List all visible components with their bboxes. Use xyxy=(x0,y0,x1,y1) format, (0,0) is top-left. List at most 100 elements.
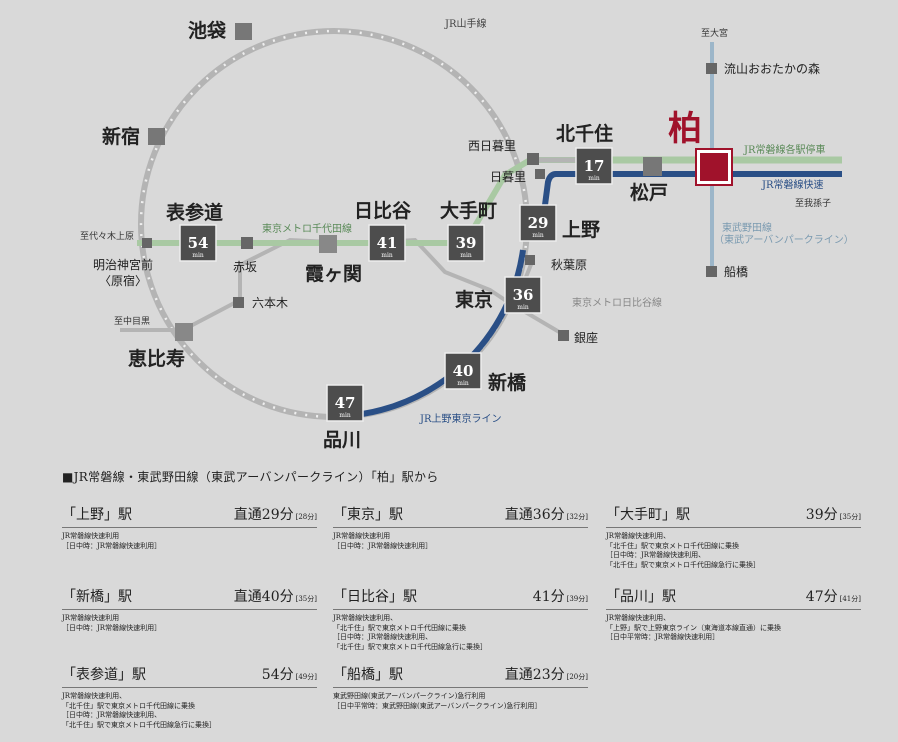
route-card-omotesando: 「表参道」駅 54分[49分] JR常磐線快速利用、 「北千住」駅で東京メトロ千代… xyxy=(62,665,317,730)
card-note: JR常磐線快速利用、 「北千住」駅で東京メトロ千代田線に乗換 ［日中時：JR常磐… xyxy=(606,532,760,569)
route-card-hibiya: 「日比谷」駅 41分[39分] JR常磐線快速利用、 「北千住」駅で東京メトロ千代… xyxy=(333,587,588,652)
card-alt-time: [32分] xyxy=(566,513,588,521)
label-chiyoda: 東京メトロ千代田線 xyxy=(262,222,352,235)
station-akasaka: 赤坂 xyxy=(233,260,257,274)
card-time: 47分 xyxy=(805,589,838,605)
minute-box-shinagawa: 47 min xyxy=(326,384,364,422)
card-note: JR常磐線快速利用、 「北千住」駅で東京メトロ千代田線に乗換 ［日中時：JR常磐… xyxy=(62,692,216,729)
minor-stations xyxy=(142,23,717,341)
label-joban-rapid: JR常磐線快速 xyxy=(761,178,824,191)
station-shimbashi: 新橋 xyxy=(488,371,527,394)
station-omotesando: 表参道 xyxy=(166,201,223,224)
card-time: 直通23分 xyxy=(504,667,565,683)
station-meiji-jingumae: 明治神宮前 xyxy=(93,257,153,272)
card-note: JR常磐線快速利用 ［日中時：JR常磐線快速利用］ xyxy=(62,532,162,550)
station-nagareyama: 流山おおたかの森 xyxy=(724,61,820,76)
minute-unit: min xyxy=(381,252,393,259)
station-otemachi: 大手町 xyxy=(440,199,497,222)
label-joban-local: JR常磐線各駅停車 xyxy=(743,143,826,156)
card-note: JR常磐線快速利用、 「上野」駅で上野東京ライン（東海道本線直通）に乗換 ［日中… xyxy=(606,614,781,641)
joban-rapid-line xyxy=(539,171,842,229)
minute-omotesando: 54 xyxy=(188,234,209,252)
card-alt-time: [49分] xyxy=(295,673,317,681)
station-kitasenju: 北千住 xyxy=(556,122,613,145)
station-nippori: 日暮里 xyxy=(490,170,526,184)
direction-yoyogi: 至代々木上原 xyxy=(80,230,134,242)
card-alt-time: [20分] xyxy=(566,673,588,681)
card-time: 41分 xyxy=(532,589,565,605)
card-alt-time: [35分] xyxy=(295,595,317,603)
route-card-ueno: 「上野」駅 直通29分[28分] JR常磐線快速利用 ［日中時：JR常磐線快速利用… xyxy=(62,505,317,551)
minute-ueno: 29 xyxy=(528,214,549,232)
station-nishi-nippori: 西日暮里 xyxy=(468,139,516,153)
minute-hibiya: 41 xyxy=(377,234,398,252)
minute-box-omotesando: 54 min xyxy=(179,224,217,262)
label-tobu-2: （東武アーバンパークライン） xyxy=(714,233,854,246)
minute-tokyo: 36 xyxy=(513,286,534,304)
station-akihabara: 秋葉原 xyxy=(551,258,587,272)
minute-unit: min xyxy=(517,304,529,311)
card-station-name: 「新橋」駅 xyxy=(62,589,132,605)
minute-shinagawa: 47 xyxy=(335,394,356,412)
card-station-name: 「表参道」駅 xyxy=(62,667,146,683)
card-time: 39分 xyxy=(805,507,838,523)
station-harajuku: 〈原宿〉 xyxy=(99,273,147,288)
card-station-name: 「日比谷」駅 xyxy=(333,589,417,605)
minute-shimbashi: 40 xyxy=(453,362,474,380)
station-kashiwa: 柏 xyxy=(668,109,702,149)
minute-box-shimbashi: 40 min xyxy=(444,352,482,390)
label-yamanote: JR山手線 xyxy=(444,17,487,30)
label-hibiya-line: 東京メトロ日比谷線 xyxy=(572,296,662,309)
minute-box-otemachi: 39 min xyxy=(447,224,485,262)
card-time: 直通40分 xyxy=(233,589,294,605)
route-card-shinagawa: 「品川」駅 47分[41分] JR常磐線快速利用、 「上野」駅で上野東京ライン（東… xyxy=(606,587,861,643)
route-map: 54 min 41 min 39 min 29 min 17 min 36 mi… xyxy=(80,17,854,451)
card-station-name: 「品川」駅 xyxy=(606,589,676,605)
minute-unit: min xyxy=(339,412,351,419)
route-card-otemachi: 「大手町」駅 39分[35分] JR常磐線快速利用、 「北千住」駅で東京メトロ千代… xyxy=(606,505,861,570)
card-note: JR常磐線快速利用 ［日中時：JR常磐線快速利用］ xyxy=(62,614,162,632)
route-card-tokyo: 「東京」駅直通36分[32分] JR常磐線快速利用 ［日中時：JR常磐線快速利用… xyxy=(333,505,588,551)
minute-box-ueno: 29 min xyxy=(519,204,557,242)
minute-unit: min xyxy=(457,380,469,387)
label-tobu-1: 東武野田線 xyxy=(722,221,772,234)
direction-nakameguro: 至中目黒 xyxy=(114,315,150,327)
minute-box-tokyo: 36 min xyxy=(504,276,542,314)
card-note: 東武野田線(東武アーバンパークライン)急行利用 ［日中平常時：東武野田線(東武ア… xyxy=(333,692,542,710)
minute-unit: min xyxy=(192,252,204,259)
card-alt-time: [41分] xyxy=(839,595,861,603)
station-kasumigaseki: 霞ヶ関 xyxy=(305,263,362,285)
card-station-name: 「船橋」駅 xyxy=(333,667,403,683)
station-matsudo: 松戸 xyxy=(630,181,668,204)
route-card-funabashi: 「船橋」駅 直通23分[20分] 東武野田線(東武アーバンパークライン)急行利用 … xyxy=(333,665,588,711)
card-note: JR常磐線快速利用 ［日中時：JR常磐線快速利用］ xyxy=(333,532,433,550)
card-time: 直通36分 xyxy=(504,507,565,523)
card-alt-time: [39分] xyxy=(566,595,588,603)
card-note: JR常磐線快速利用、 「北千住」駅で東京メトロ千代田線に乗換 ［日中時：JR常磐… xyxy=(333,614,487,651)
route-card-shimbashi: 「新橋」駅 直通40分[35分] JR常磐線快速利用 ［日中時：JR常磐線快速利用… xyxy=(62,587,317,633)
minute-box-hibiya: 41 min xyxy=(368,224,406,262)
card-station-name: 「上野」駅 xyxy=(62,507,132,523)
station-ikebukuro: 池袋 xyxy=(188,19,227,42)
minute-kitasenju: 17 xyxy=(584,157,605,175)
card-alt-time: [35分] xyxy=(839,513,861,521)
station-hibiya: 日比谷 xyxy=(354,200,412,222)
label-ueno-tokyo: JR上野東京ライン xyxy=(419,412,502,425)
direction-omiya: 至大宮 xyxy=(701,27,728,39)
station-shinagawa: 品川 xyxy=(323,429,361,451)
station-tokyo: 東京 xyxy=(455,288,493,311)
station-ebisu: 恵比寿 xyxy=(128,347,185,370)
station-shinjuku: 新宿 xyxy=(102,125,140,148)
card-time: 直通29分 xyxy=(233,507,294,523)
kashiwa-station-marker xyxy=(695,148,733,186)
station-funabashi: 船橋 xyxy=(724,265,748,279)
card-alt-time: [28分] xyxy=(295,513,317,521)
station-ueno: 上野 xyxy=(562,219,600,241)
section-heading: ■JR常磐線・東武野田線（東武アーバンパークライン）「柏」駅から xyxy=(62,470,439,484)
direction-abiko: 至我孫子 xyxy=(795,197,831,209)
minute-unit: min xyxy=(588,175,600,182)
station-roppongi: 六本木 xyxy=(252,296,288,310)
card-station-name: 「大手町」駅 xyxy=(606,507,690,523)
minute-otemachi: 39 xyxy=(456,234,477,252)
card-time: 54分 xyxy=(261,667,294,683)
